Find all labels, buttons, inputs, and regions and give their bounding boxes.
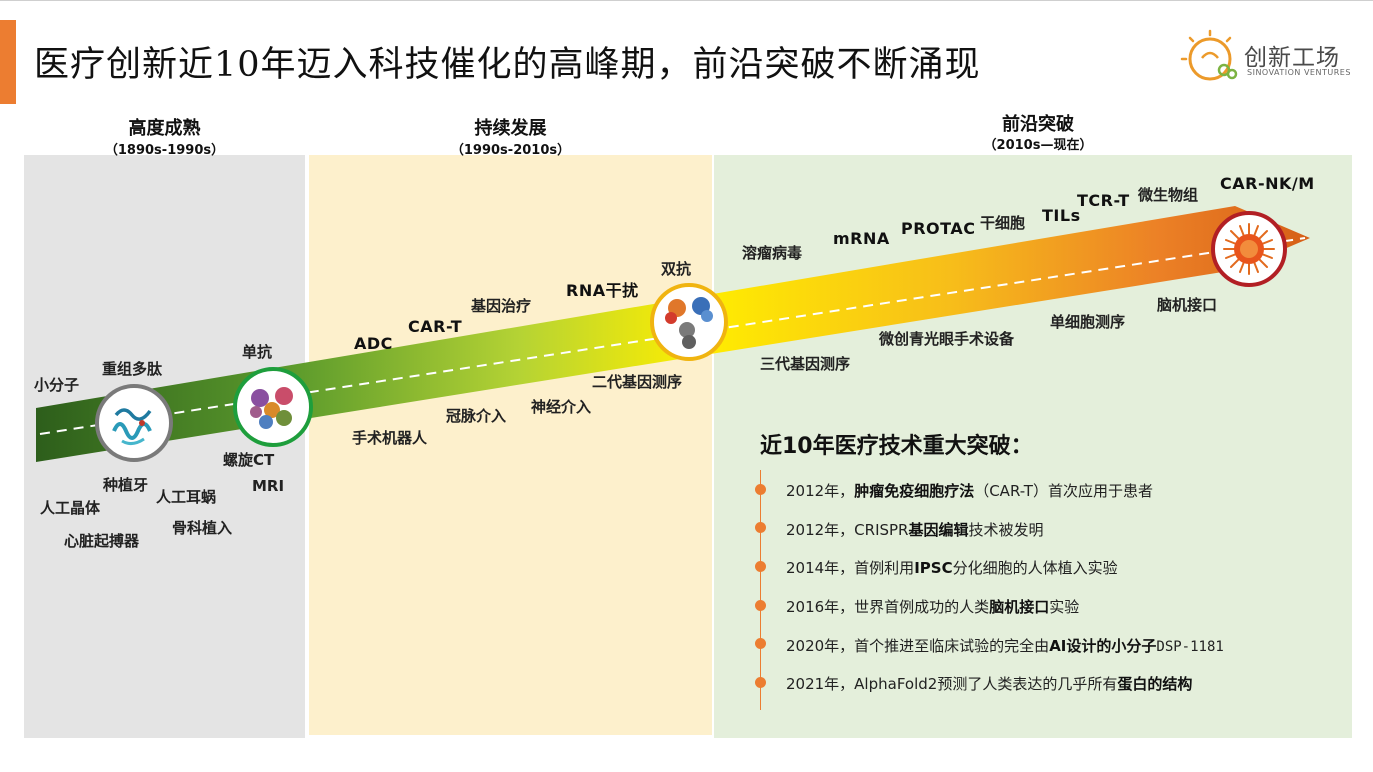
label-surgical-robot: 手术机器人: [352, 429, 428, 447]
breakthrough-bullet: [755, 677, 766, 688]
top-divider: [0, 0, 1373, 1]
label-glaucoma-device: 微创青光眼手术设备: [879, 330, 1015, 348]
label-brain-computer-interface: 脑机接口: [1157, 296, 1218, 314]
era-title-developing: 持续发展: [474, 118, 547, 139]
label-dental-implant: 种植牙: [103, 476, 149, 494]
breakthrough-bullet: [755, 600, 766, 611]
label-stem-cell: 干细胞: [980, 214, 1026, 232]
breakthroughs-title: 近10年医疗技术重大突破：: [760, 434, 1033, 459]
label-microbiome: 微生物组: [1138, 186, 1199, 204]
breakthrough-bullet: [755, 484, 766, 495]
label-cochlear-implant: 人工耳蜗: [156, 488, 217, 506]
bulb-logo-icon: [1180, 29, 1238, 81]
label-pacemaker: 心脏起搏器: [64, 532, 140, 550]
label-spiral-ct: 螺旋CT: [223, 451, 275, 469]
label-mri: MRI: [252, 477, 285, 495]
era-title-mature: 高度成熟: [128, 118, 201, 139]
label-monoclonal-antibody: 单抗: [242, 343, 273, 361]
logo-subtitle: SINOVATION VENTURES: [1247, 68, 1351, 77]
protein-structure-icon: [95, 384, 173, 462]
breakthrough-item: 2012年，CRISPR基因编辑技术被发明: [786, 521, 1044, 539]
breakthrough-item: 2014年，首例利用IPSC分化细胞的人体植入实验: [786, 559, 1118, 577]
breakthrough-bullet: [755, 638, 766, 649]
label-third-gen-sequencing: 三代基因测序: [760, 355, 851, 373]
label-tcr-t: TCR-T: [1077, 191, 1130, 210]
title-accent-bar: [0, 20, 16, 104]
era-period-mature: （1890s-1990s）: [104, 143, 225, 158]
breakthroughs-timeline-line: [760, 470, 761, 710]
label-neuro-intervention: 神经介入: [531, 398, 592, 416]
label-adc: ADC: [354, 334, 393, 353]
label-car-nkm: CAR-NK/M: [1220, 174, 1315, 193]
bispecific-antibody-icon: [650, 283, 728, 361]
label-single-cell-sequencing: 单细胞测序: [1050, 313, 1126, 331]
era-title-frontier: 前沿突破: [1002, 114, 1074, 135]
label-coronary-intervention: 冠脉介入: [446, 407, 507, 425]
label-recombinant-peptide: 重组多肽: [102, 360, 163, 378]
label-small-molecule: 小分子: [34, 376, 80, 394]
label-car-t: CAR-T: [408, 317, 463, 336]
label-oncolytic-virus: 溶瘤病毒: [742, 244, 803, 262]
label-orthopedic-implant: 骨科植入: [172, 519, 233, 537]
nk-cell-icon: [1211, 211, 1287, 287]
label-mrna: mRNA: [833, 229, 890, 248]
breakthrough-bullet: [755, 561, 766, 572]
label-intraocular-lens: 人工晶体: [40, 499, 101, 517]
label-gene-therapy: 基因治疗: [471, 297, 532, 315]
breakthrough-item: 2016年，世界首例成功的人类脑机接口实验: [786, 598, 1080, 616]
breakthrough-item: 2012年，肿瘤免疫细胞疗法（CAR-T）首次应用于患者: [786, 482, 1153, 500]
label-rnai: RNA干扰: [566, 281, 639, 300]
era-period-developing: （1990s-2010s）: [450, 143, 571, 158]
label-bispecific-antibody: 双抗: [661, 260, 692, 278]
era-panel-developing: [309, 155, 712, 735]
page-title: 医疗创新近10年迈入科技催化的高峰期，前沿突破不断涌现: [34, 45, 981, 85]
antibody-icon: [233, 367, 313, 447]
breakthrough-item: 2021年，AlphaFold2预测了人类表达的几乎所有蛋白的结构: [786, 675, 1193, 693]
breakthrough-bullet: [755, 522, 766, 533]
breakthrough-item: 2020年，首个推进至临床试验的完全由AI设计的小分子DSP-1181: [786, 637, 1224, 655]
logo-name: 创新工场: [1244, 45, 1340, 71]
era-period-frontier: （2010s—现在）: [983, 138, 1093, 153]
label-ngs: 二代基因测序: [592, 373, 683, 391]
label-tils: TILs: [1042, 206, 1081, 225]
label-protac: PROTAC: [901, 219, 976, 238]
